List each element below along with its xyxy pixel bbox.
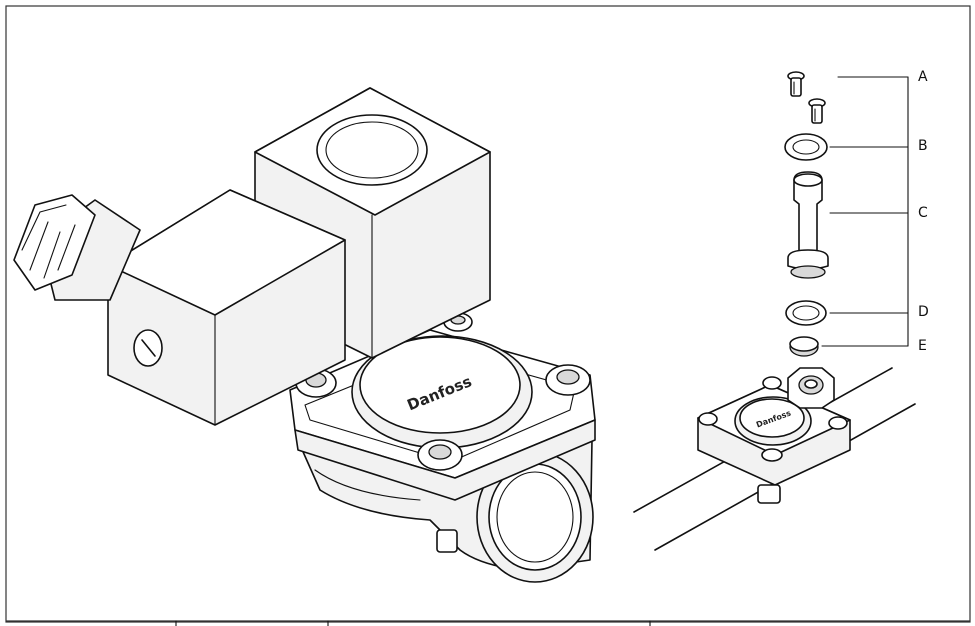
pipe-port-outlet [476, 451, 594, 583]
callout-label-c: C [918, 205, 928, 221]
large-valve-drawing: Danfoss [13, 87, 596, 583]
exploded-parts: A B C D E [784, 69, 929, 357]
seal-part-e [789, 336, 819, 357]
figure-border [5, 5, 971, 623]
o-ring-part-d [785, 300, 827, 326]
cap-bolt [545, 364, 591, 396]
o-ring-part-b [784, 133, 828, 161]
cable-gland [13, 194, 141, 301]
armature-tube-part-c [787, 171, 829, 279]
callout-label-e: E [918, 338, 927, 354]
cap-bolt [417, 439, 463, 471]
coil-connector-box [107, 189, 346, 426]
valve-cap-dome: Danfoss [351, 335, 533, 449]
small-valve-on-pipe: Danfoss [633, 367, 916, 551]
callout-label-b: B [918, 138, 928, 154]
callout-label-d: D [918, 304, 929, 320]
callout-label-a: A [918, 69, 928, 85]
screw-part-a [808, 98, 826, 124]
screw-part-a [787, 71, 805, 97]
callout-leaders [821, 76, 909, 347]
